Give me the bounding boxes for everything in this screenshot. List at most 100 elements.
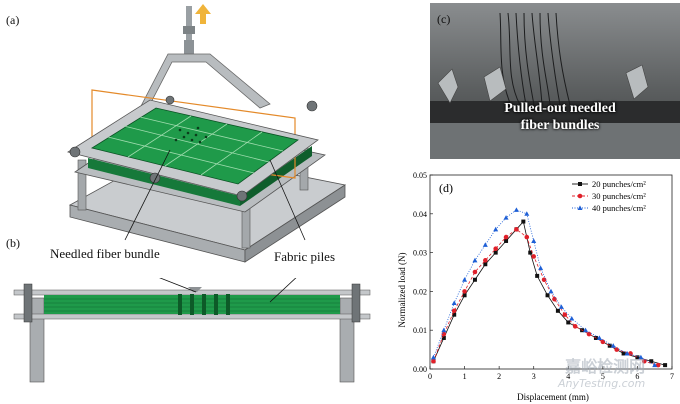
photo-caption-line1: Pulled-out needled <box>504 101 616 116</box>
series-2-point-8 <box>513 207 519 212</box>
series-2-point-0 <box>430 354 436 360</box>
series-0-point-1 <box>441 335 446 340</box>
series-0-point-18 <box>621 351 626 356</box>
series-1-point-8 <box>514 227 519 232</box>
panel-label-c: (c) <box>437 12 451 26</box>
series-0-point-7 <box>504 238 509 243</box>
series-1-point-18 <box>628 351 633 356</box>
x-tick-label-2: 2 <box>497 372 501 381</box>
series-2-point-19 <box>638 354 644 360</box>
plot-frame <box>429 174 673 370</box>
pull-direction-arrow-icon <box>195 4 211 24</box>
photo-caption-line2: fiber bundles <box>520 118 600 133</box>
fabric-piles-label: Fabric piles <box>274 249 336 264</box>
y-tick-label-2: 0.02 <box>413 287 427 296</box>
series-2-point-2 <box>451 300 457 306</box>
series-1-point-11 <box>541 277 547 283</box>
series-1-point-15 <box>586 331 592 337</box>
series-1-point-19 <box>642 358 647 364</box>
x-tick-label-7: 7 <box>670 372 674 381</box>
series-1-point-3 <box>462 289 467 294</box>
series-0-point-19 <box>635 355 640 360</box>
watermark-line1: 嘉峪检测网 <box>565 357 646 376</box>
y-tick-label-0: 0.00 <box>413 365 427 374</box>
series-0-point-17 <box>607 343 612 348</box>
photo-caption: Pulled-out needled fiber bundles <box>470 100 650 134</box>
series-0-point-10 <box>528 250 533 255</box>
series-0-point-3 <box>462 293 467 298</box>
legend-label-0: 20 punches/cm² <box>592 179 646 189</box>
series-1-point-10 <box>531 254 537 259</box>
x-tick-label-5: 5 <box>601 372 605 381</box>
series-2-point-12 <box>548 288 554 294</box>
series-2-point-10 <box>531 238 537 243</box>
series-0-point-12 <box>545 293 550 298</box>
series-1-point-20 <box>655 362 661 368</box>
series-2-point-4 <box>472 257 478 263</box>
fixture-cross-section-illustration <box>13 278 371 383</box>
series-2-point-15 <box>583 327 589 333</box>
series-2-point-13 <box>558 304 564 309</box>
panel-label-a: (a) <box>6 13 20 27</box>
series-2-point-18 <box>624 350 630 356</box>
y-tick-label-4: 0.04 <box>413 210 427 219</box>
series-0-point-2 <box>452 312 457 317</box>
watermark: 嘉峪检测网 AnyTesting.com <box>558 353 645 390</box>
x-axis-label: Displacement (mm) <box>517 392 589 402</box>
series-1-point-0 <box>431 358 436 364</box>
series-0-point-20 <box>649 359 654 364</box>
series-2 <box>430 207 658 368</box>
needled-fiber-bundle-label: Needled fiber bundle <box>50 246 160 261</box>
legend-marker-2 <box>577 205 583 210</box>
x-tick-label-6: 6 <box>635 372 639 381</box>
series-2-point-20 <box>652 362 658 368</box>
series-0-point-6 <box>493 250 498 255</box>
x-tick-label-0: 0 <box>428 372 432 381</box>
legend-marker-1 <box>577 193 583 199</box>
series-1-point-4 <box>472 269 478 275</box>
series-1-point-12 <box>552 296 557 302</box>
series-1-point-9 <box>524 234 530 240</box>
series-0-point-21 <box>663 363 668 368</box>
x-tick-label-1: 1 <box>463 372 467 381</box>
series-2-point-11 <box>538 265 544 271</box>
series-2-point-7 <box>503 215 509 220</box>
series-0-point-9 <box>521 219 526 224</box>
series-0-point-11 <box>535 273 540 278</box>
legend-label-2: 40 punches/cm² <box>592 203 646 213</box>
series-0-point-4 <box>472 277 477 282</box>
x-tick-label-4: 4 <box>566 372 570 381</box>
pullout-photograph <box>430 3 680 159</box>
legend-marker-0 <box>578 182 582 186</box>
series-1-point-17 <box>614 347 619 352</box>
legend-label-1: 30 punches/cm² <box>592 191 646 201</box>
series-2-point-5 <box>482 242 488 247</box>
series-0-point-14 <box>566 320 571 325</box>
series-0-point-5 <box>483 262 488 267</box>
series-2-point-9 <box>524 211 530 216</box>
series-2-point-16 <box>596 335 602 340</box>
series-1-point-13 <box>562 312 568 317</box>
series-1-point-6 <box>493 246 498 252</box>
series-2-point-3 <box>462 277 468 282</box>
y-axis-label: Normalized load (N) <box>397 253 407 328</box>
watermark-line2: AnyTesting.com <box>558 377 646 390</box>
fixture-isometric-illustration <box>67 4 347 263</box>
series-2-point-6 <box>493 226 499 232</box>
series-2-point-14 <box>569 315 575 321</box>
series-1-point-16 <box>600 339 606 345</box>
series-1-point-1 <box>441 331 447 337</box>
panel-label-d: (d) <box>439 181 453 195</box>
series-0-point-13 <box>555 308 560 313</box>
panel-label-b: (b) <box>6 236 20 250</box>
x-tick-label-3: 3 <box>532 372 536 381</box>
series-1-point-14 <box>572 324 578 329</box>
series-1-point-7 <box>503 234 509 240</box>
y-tick-label-1: 0.01 <box>413 326 427 335</box>
series-2-point-1 <box>441 327 447 333</box>
y-tick-label-5: 0.05 <box>413 171 427 180</box>
series-2-point-17 <box>610 343 616 348</box>
load-displacement-chart: 0 1 2 3 4 5 6 7 0.00 0.01 0.02 0.03 0.04 0.05 20 punc… <box>397 171 674 402</box>
y-tick-label-3: 0.03 <box>413 249 427 258</box>
series-1-point-2 <box>451 308 457 314</box>
